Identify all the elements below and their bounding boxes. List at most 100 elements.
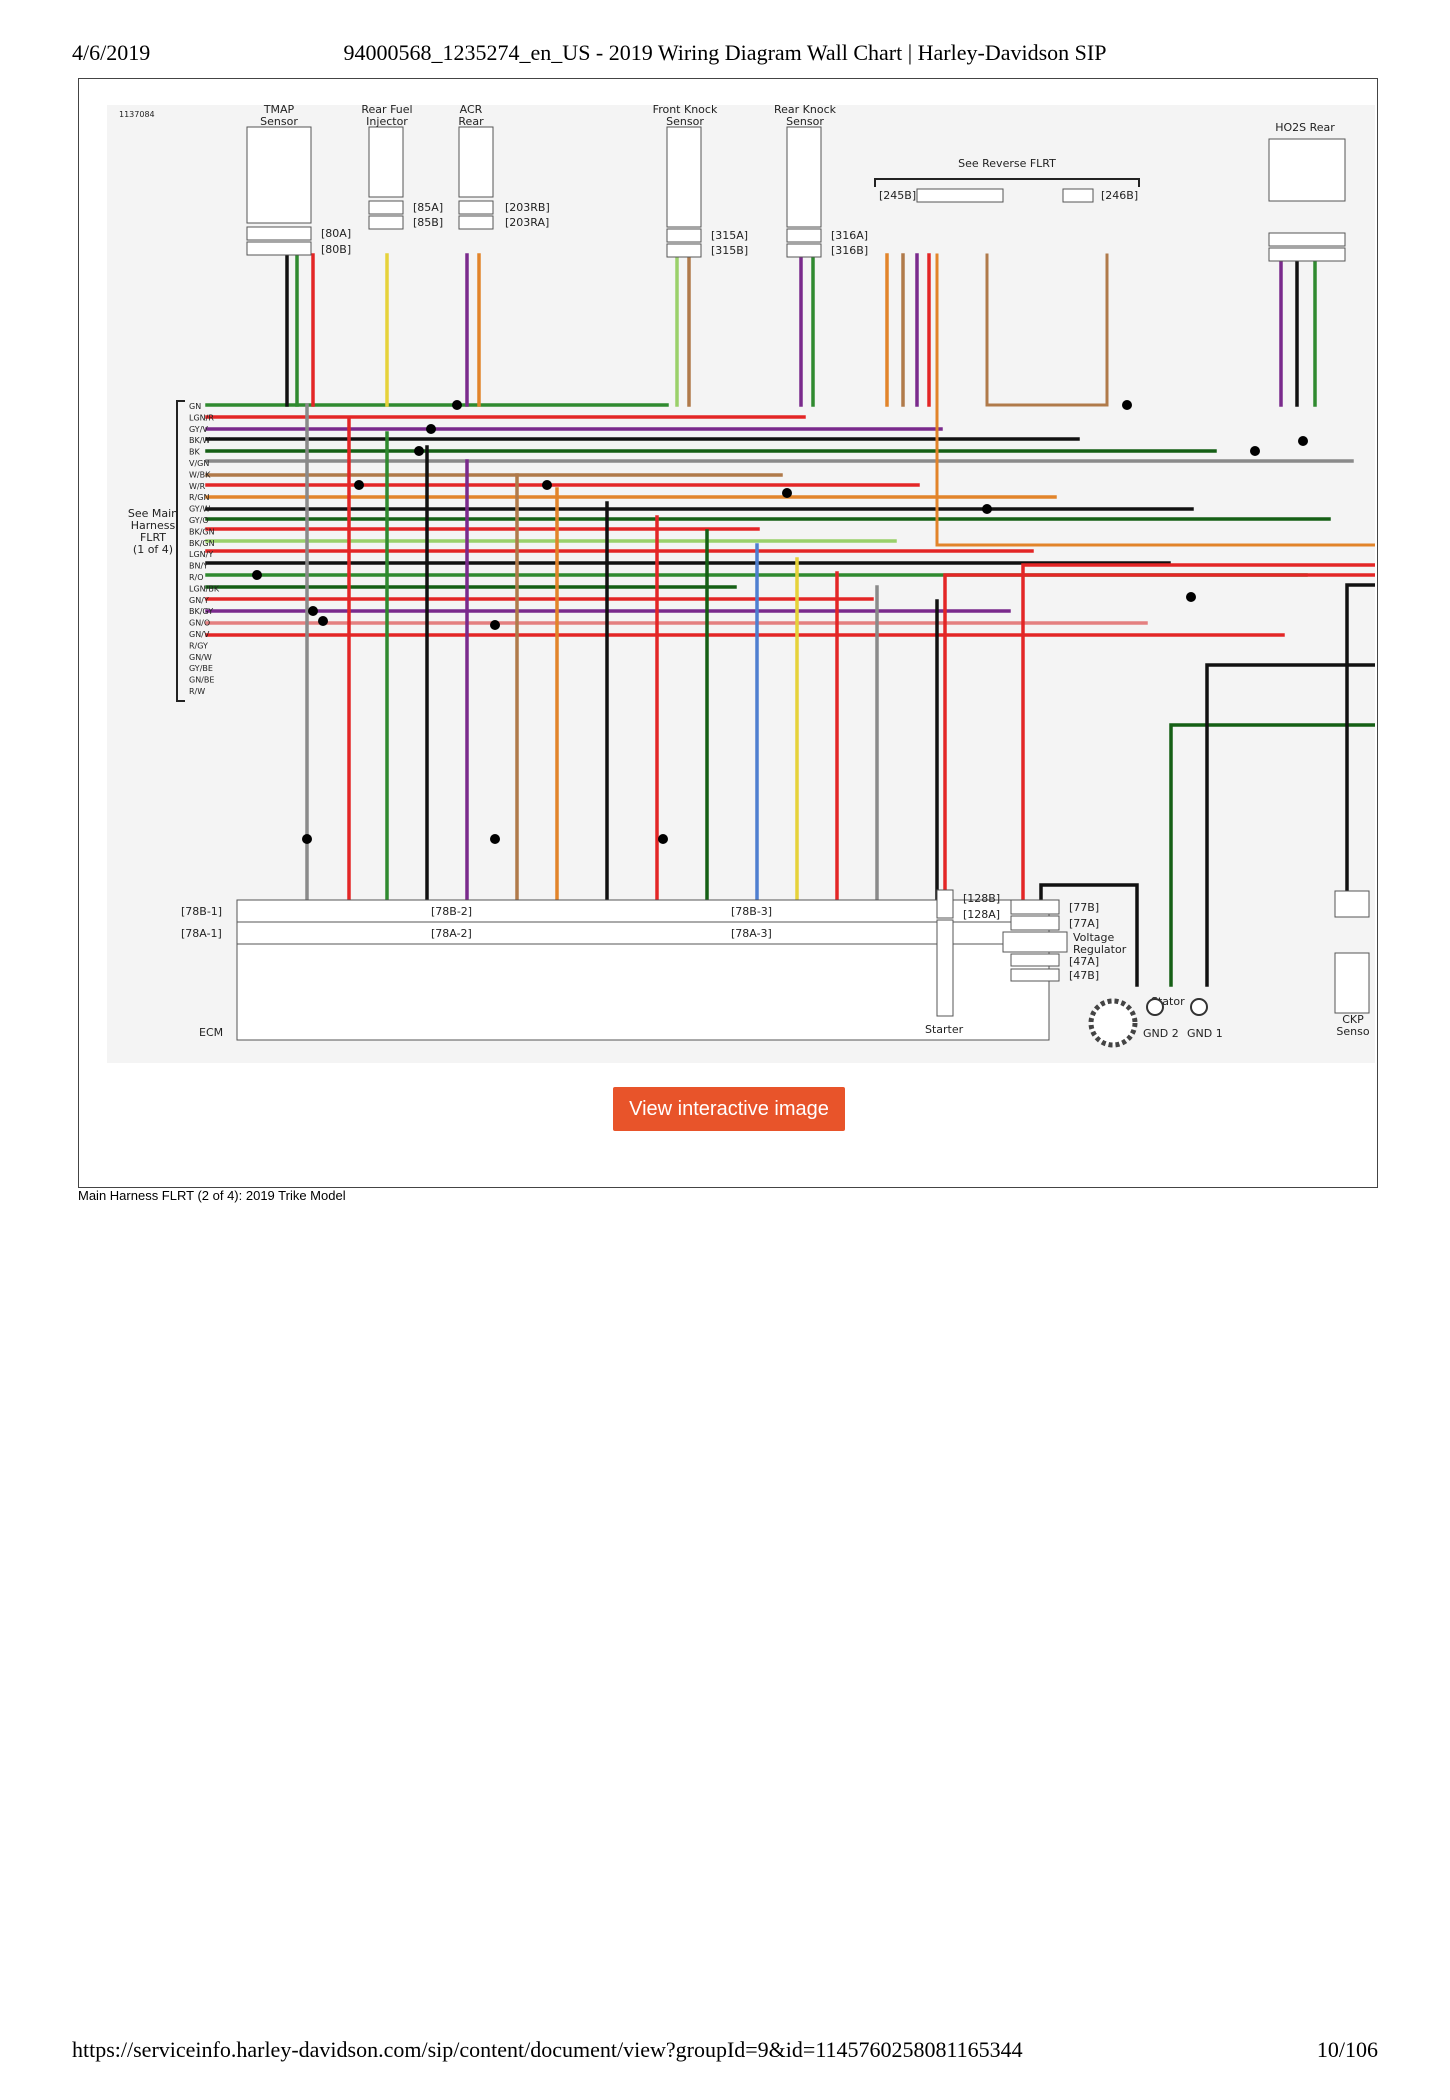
print-date: 4/6/2019 — [72, 40, 151, 65]
harness-wire-label: R/GY — [189, 641, 208, 650]
diagram-id: 1137084 — [119, 110, 155, 119]
wire — [935, 253, 1375, 547]
harness-wire-label: GN/O — [189, 619, 210, 628]
connector-315a-label: [315A] — [711, 229, 748, 242]
see-reverse-bracket — [874, 178, 1140, 187]
harness-wire-label: GY/O — [189, 516, 209, 525]
gnd2-label: GND 2 — [1143, 1027, 1179, 1040]
connector-128b-label: [128B] — [963, 892, 1000, 905]
harness-wire-label: BK/GN — [189, 527, 215, 536]
splice-dot — [426, 424, 436, 434]
splice-dot — [354, 480, 364, 490]
connector-245b-label: [245B] — [879, 189, 916, 202]
figure-caption: Main Harness FLRT (2 of 4): 2019 Trike M… — [78, 1188, 346, 1203]
connector-316a-label: [316A] — [831, 229, 868, 242]
ecm-box — [236, 943, 1050, 1041]
connector-80a-label: [80A] — [321, 227, 351, 240]
stator-icon — [1088, 998, 1138, 1048]
harness-wire-label: R/O — [189, 573, 204, 582]
harness-wire-label: GN/W — [189, 653, 212, 662]
connector-78a3-label: [78A-3] — [731, 927, 772, 940]
tmap-sensor-box — [246, 126, 312, 224]
view-interactive-image-button[interactable]: View interactive image — [613, 1087, 845, 1131]
connector-77a-label: [77A] — [1069, 917, 1099, 930]
connector-77a — [1010, 915, 1060, 931]
harness-wire-label: LGN/BK — [189, 584, 220, 593]
connector-47b-label: [47B] — [1069, 969, 1099, 982]
splice-dot — [490, 620, 500, 630]
connector-316b-label: [316B] — [831, 244, 868, 257]
splice-dot — [658, 834, 668, 844]
connector-203rb — [458, 200, 494, 215]
connector-85b — [368, 215, 404, 230]
wire — [1345, 583, 1375, 893]
connector-ho2s-b — [1268, 247, 1346, 262]
harness-wire-label: GN — [189, 402, 201, 411]
harness-wire-label: GN/Y — [189, 596, 209, 605]
connector-78a1-label: [78A-1] — [181, 927, 222, 940]
splice-dot — [1122, 400, 1132, 410]
page-number: 10/106 — [1316, 2037, 1378, 2062]
splice-dot — [1298, 436, 1308, 446]
harness-wire-label: V/GN — [189, 459, 209, 468]
harness-wire-label: BK/GN — [189, 539, 215, 548]
front-knock-sensor-box — [666, 126, 702, 228]
ckp-sensor-box — [1334, 952, 1370, 1014]
connector-ckp — [1334, 890, 1370, 918]
harness-wire-label: LGN/R — [189, 413, 214, 422]
ecm-label: ECM — [199, 1026, 223, 1039]
splice-dot — [982, 504, 992, 514]
connector-203ra — [458, 215, 494, 230]
harness-wire-label: BN/Y — [189, 562, 208, 571]
ho2s-rear-label: HO2S Rear — [1275, 121, 1335, 134]
wire — [985, 253, 1109, 407]
splice-dot — [452, 400, 462, 410]
wire — [1205, 663, 1375, 987]
harness-wire-label: LGN/Y — [189, 550, 213, 559]
harness-wire-label: W/BK — [189, 470, 211, 479]
voltage-regulator-box — [1002, 931, 1068, 953]
harness-wire-label: GY/V — [189, 425, 208, 434]
harness-wire-label: BK/W — [189, 436, 210, 445]
splice-dot — [490, 834, 500, 844]
connector-246b-label: [246B] — [1101, 189, 1138, 202]
harness-wire-label: GY/W — [189, 505, 210, 514]
splice-dot — [318, 616, 328, 626]
connector-80b-label: [80B] — [321, 243, 351, 256]
connector-77b — [1010, 899, 1060, 915]
page-title: 94000568_1235274_en_US - 2019 Wiring Dia… — [343, 40, 1107, 65]
rear-knock-sensor-box — [786, 126, 822, 228]
connector-78b1-label: [78B-1] — [181, 905, 222, 918]
harness-wire-label: GN/BE — [189, 676, 214, 685]
connector-78a2-label: [78A-2] — [431, 927, 472, 940]
wire — [943, 573, 1375, 892]
wire — [1169, 723, 1375, 987]
connector-85b-label: [85B] — [413, 216, 443, 229]
splice-dot — [1250, 446, 1260, 456]
ho2s-rear-box — [1268, 138, 1346, 202]
connector-128a-label: [128A] — [963, 908, 1000, 921]
harness-wire-label: R/W — [189, 687, 205, 696]
connector-85a-label: [85A] — [413, 201, 443, 214]
ecm-connector-78a — [236, 921, 1050, 945]
connector-315b-label: [315B] — [711, 244, 748, 257]
splice-dot — [302, 834, 312, 844]
wire — [1039, 883, 1139, 987]
connector-203ra-label: [203RA] — [505, 216, 549, 229]
harness-wire-label: R/GN — [189, 493, 209, 502]
splice-dot — [1186, 592, 1196, 602]
connector-85a — [368, 200, 404, 215]
splice-dot — [414, 446, 424, 456]
gnd1-label: GND 1 — [1187, 1027, 1223, 1040]
connector-80a — [246, 226, 312, 241]
splice-dot — [542, 480, 552, 490]
see-main-bracket — [176, 400, 185, 702]
connector-203rb-label: [203RB] — [505, 201, 550, 214]
connector-ho2s-a — [1268, 232, 1346, 247]
